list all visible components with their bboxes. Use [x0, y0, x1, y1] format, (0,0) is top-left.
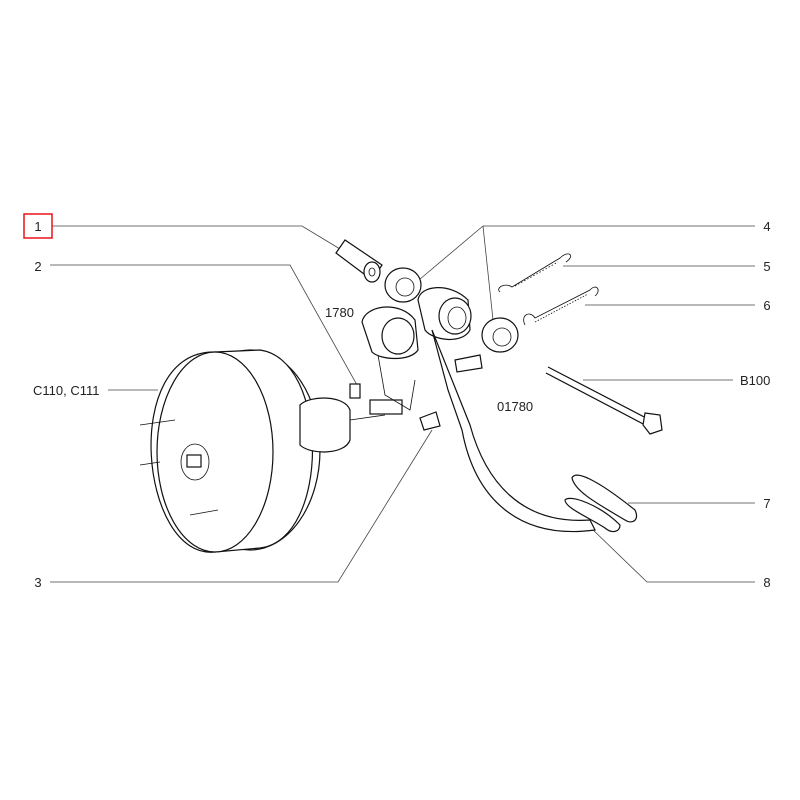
pivot-bolt[interactable] [545, 366, 663, 435]
callout-1[interactable]: 1 [34, 219, 41, 234]
return-spring-5[interactable] [498, 253, 572, 293]
callout-3[interactable]: 3 [34, 575, 41, 590]
selected-callout-highlight [23, 213, 53, 239]
bushing-4-right[interactable] [481, 317, 519, 353]
leader-4a [412, 225, 755, 286]
leader-lines [50, 225, 755, 583]
callout-2[interactable]: 2 [34, 259, 41, 274]
ref-bolt[interactable]: B100 [740, 373, 770, 388]
leader-4b [482, 225, 494, 321]
spring-clip[interactable] [349, 383, 361, 399]
leader-1 [52, 225, 346, 253]
bushing-1[interactable] [335, 239, 383, 283]
callout-5[interactable]: 5 [763, 259, 770, 274]
callout-4[interactable]: 4 [763, 219, 770, 234]
brake-pedal[interactable] [417, 287, 596, 532]
ref-bracket-left[interactable]: 1780 [325, 305, 354, 320]
leader-8 [589, 526, 755, 583]
return-spring-6[interactable] [523, 286, 599, 326]
bushing-4-left[interactable] [384, 267, 422, 303]
brake-booster[interactable] [139, 349, 403, 553]
ref-booster[interactable]: C110, C111 [33, 383, 100, 398]
leader-2 [50, 264, 358, 386]
callout-8[interactable]: 8 [763, 575, 770, 590]
pedal-pad-7[interactable] [571, 474, 638, 523]
ref-bracket-right[interactable]: 01780 [497, 399, 533, 414]
callout-7[interactable]: 7 [763, 496, 770, 511]
callout-6[interactable]: 6 [763, 298, 770, 313]
clevis-pin[interactable] [419, 411, 441, 431]
pedal-bracket-1780[interactable] [361, 306, 419, 411]
pedal-rubber-8[interactable] [564, 497, 621, 533]
leader-3 [50, 429, 433, 583]
